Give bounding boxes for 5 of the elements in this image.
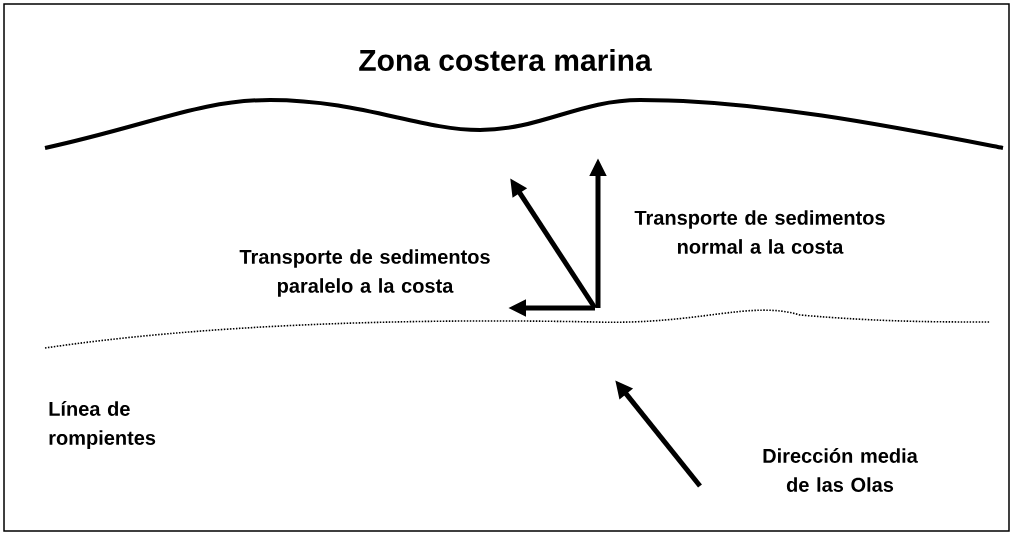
label: Transporte de sedimentos paralelo a la costa: [239, 249, 490, 297]
label: Transporte de sedimentos normal a la costa: [634, 210, 885, 254]
label: Línea de rompientes: [49, 401, 156, 449]
title: Zona costera marina: [359, 49, 652, 71]
label: Dirección media de las Olas: [763, 448, 918, 492]
